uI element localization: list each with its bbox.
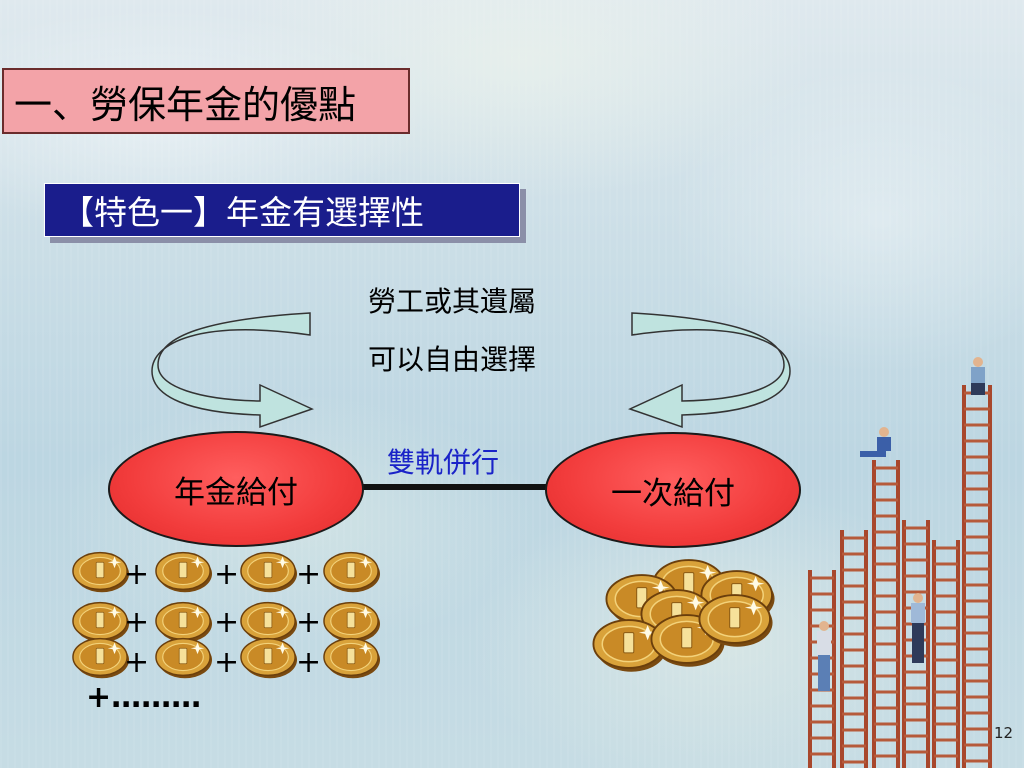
- plus-sign: +: [214, 557, 240, 592]
- coin-icon: [72, 637, 130, 679]
- page-number: 12: [994, 724, 1014, 742]
- plus-sign: +: [124, 605, 150, 640]
- coin-icon: [698, 594, 773, 647]
- plus-sign: +: [124, 557, 150, 592]
- plus-sign: +: [214, 645, 240, 680]
- coin-icon: [240, 637, 298, 679]
- coin-icon: [240, 601, 298, 643]
- plus-sign: +: [296, 605, 322, 640]
- right-curved-arrow-icon: [627, 312, 791, 429]
- dual-track-label: 雙軌併行: [387, 446, 500, 479]
- continuation-text: +………: [86, 680, 202, 715]
- coin-icon: [155, 601, 213, 643]
- coin-icon: [323, 551, 381, 593]
- coin-icon: [155, 637, 213, 679]
- center-text-line-2: 可以自由選擇: [368, 343, 537, 376]
- plus-sign: +: [124, 645, 150, 680]
- plus-sign: +: [214, 605, 240, 640]
- slide-subtitle: 【特色一】年金有選擇性: [44, 183, 520, 237]
- coin-icon: [592, 619, 667, 672]
- slide-title: 一、勞保年金的優點: [2, 68, 410, 134]
- dual-track-connector: [355, 484, 555, 490]
- coin-icon: [240, 551, 298, 593]
- center-text-line-1: 勞工或其遺屬: [368, 285, 537, 318]
- ladder-illustration: [808, 357, 992, 768]
- left-curved-arrow-icon: [151, 312, 315, 429]
- coin-icon: [155, 551, 213, 593]
- lump-sum-payment-ellipse: 一次給付: [545, 432, 801, 548]
- coin-icon: [323, 637, 381, 679]
- lump-sum-payment-label: 一次給付: [611, 475, 735, 512]
- coin-icon: [72, 601, 130, 643]
- climber-figures: [817, 357, 985, 691]
- plus-sign: +: [296, 557, 322, 592]
- coin-icon: [72, 551, 130, 593]
- plus-sign: +: [296, 645, 322, 680]
- pension-payment-ellipse: 年金給付: [108, 431, 364, 547]
- pension-payment-label: 年金給付: [174, 474, 298, 511]
